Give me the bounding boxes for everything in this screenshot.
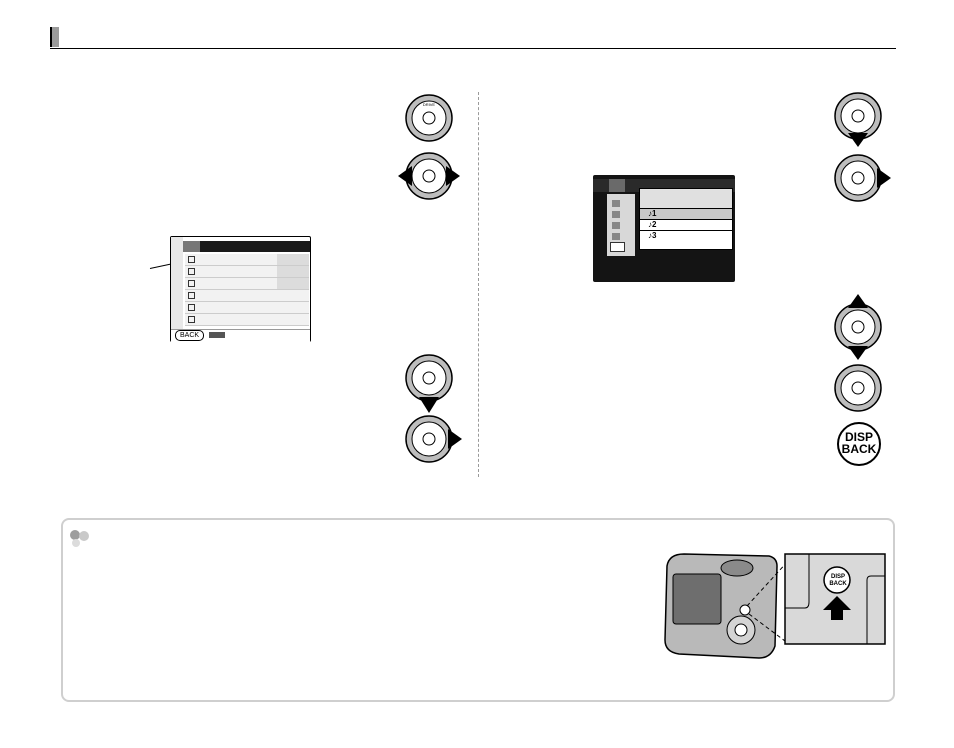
sound-option-3[interactable]: ♪3: [640, 230, 732, 241]
menu-row[interactable]: [185, 254, 309, 266]
selector-dial-down-right-col: [833, 91, 883, 149]
menu-row[interactable]: [185, 278, 309, 290]
selector-dial-right-right-col: [833, 153, 893, 203]
menu-footer: [171, 329, 310, 342]
note-box: DISP BACK: [61, 518, 895, 702]
menu2-option-panel: ♪1 ♪2 ♪3: [639, 188, 733, 250]
back-label: BACK: [841, 442, 877, 456]
menu-rows: [185, 254, 309, 326]
menu-row[interactable]: [185, 290, 309, 302]
header-rule: [50, 48, 896, 49]
svg-text:DRIVE: DRIVE: [423, 102, 436, 107]
sound-icon: [188, 280, 195, 287]
menu-row[interactable]: [185, 266, 309, 278]
menu-back-hint: BACK: [175, 330, 205, 341]
menu2-side-icons: [607, 194, 635, 256]
selector-dial-ok: [833, 363, 883, 413]
selector-dial-left-right: [396, 151, 462, 201]
sound-menu-screen: ♪1 ♪2 ♪3: [593, 175, 735, 282]
playback-icon: [188, 316, 195, 323]
camera-icon: [188, 256, 195, 263]
disp-back-button[interactable]: DISP BACK: [837, 422, 881, 466]
note-icon: [70, 530, 89, 547]
grid-icon: [188, 268, 195, 275]
column-divider: [478, 92, 479, 477]
setup-menu-screen: BACK: [170, 236, 311, 342]
camera-illustration: [664, 553, 886, 659]
disp-label: DISP: [844, 430, 873, 444]
menu-back-bar: [209, 332, 225, 338]
selector-dial-right: [404, 414, 464, 464]
display-icon: [188, 292, 195, 299]
sound-option-1[interactable]: ♪1: [640, 208, 732, 219]
selector-dial-down: [404, 353, 454, 415]
menu2-panel-header: [640, 189, 732, 208]
selector-dial-up-down: [833, 292, 883, 362]
header-marker: [50, 27, 59, 47]
selector-dial-plain: DRIVE: [404, 93, 454, 143]
menu-row[interactable]: [185, 302, 309, 314]
frame-icon: [188, 304, 195, 311]
menu-row[interactable]: [185, 314, 309, 326]
sound-option-2[interactable]: ♪2: [640, 219, 732, 230]
menu-tab-bar: [183, 241, 310, 252]
inset-disp-back-button: DISP BACK: [829, 574, 847, 587]
menu-side-tabs: [171, 237, 183, 329]
